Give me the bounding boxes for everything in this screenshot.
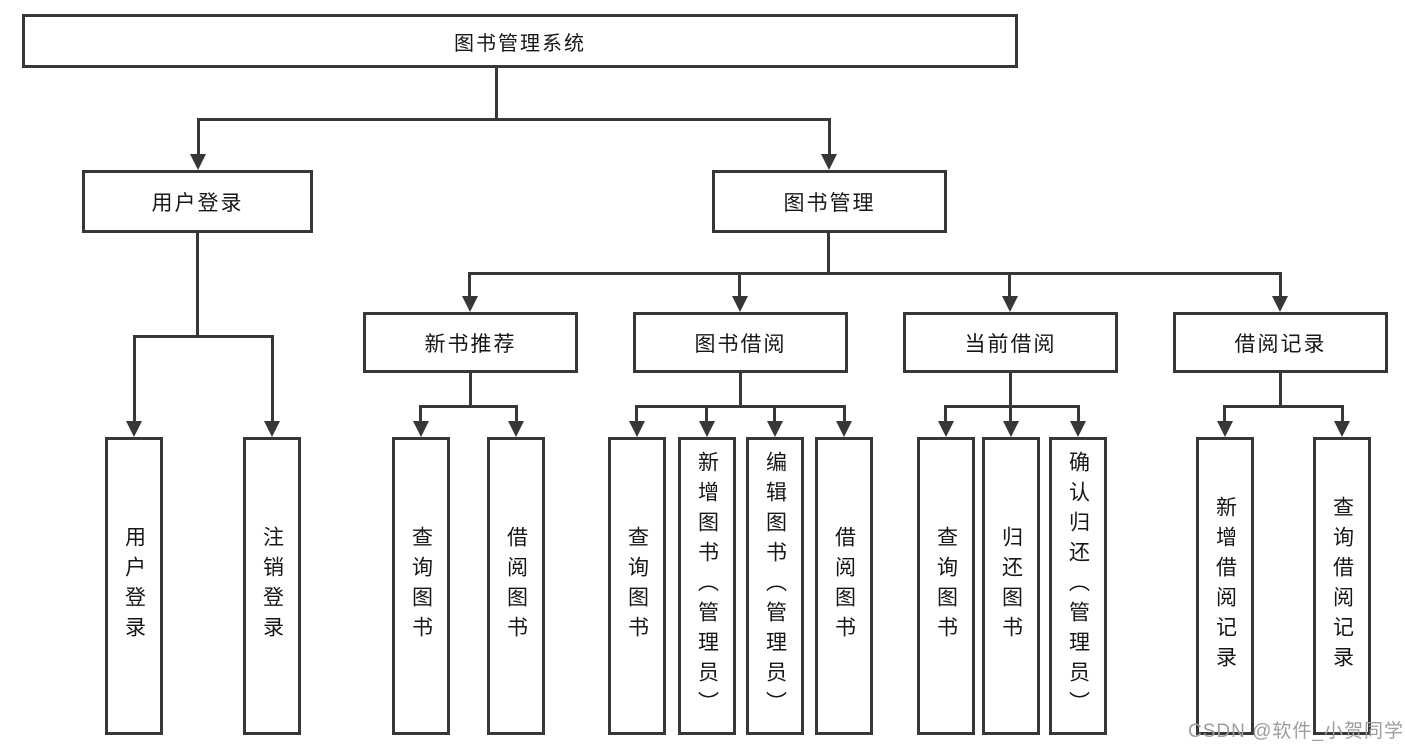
leaf-query-books-borrow: 查询图书 [608,437,666,735]
connector-line [1077,405,1080,423]
node-current-borrow: 当前借阅 [903,312,1118,373]
connector-line [1279,373,1282,405]
arrow-down-icon [938,421,954,437]
leaf-query-borrow-record: 查询借阅记录 [1313,437,1371,735]
leaf-label: 归还图书 [999,526,1023,646]
node-label: 借阅记录 [1234,332,1327,356]
leaf-logout: 注销登录 [243,437,301,735]
node-new-book-recommend: 新书推荐 [363,312,578,373]
arrow-down-icon [836,421,852,437]
connector-line [196,233,199,335]
node-label: 新书推荐 [424,332,517,356]
connector-line [635,405,638,423]
connector-line [635,405,846,408]
connector-line [1223,405,1344,408]
leaf-label: 新增图书（管理员） [695,451,719,721]
leaf-user-login: 用户登录 [105,437,163,735]
arrow-down-icon [1217,421,1233,437]
connector-line [828,118,831,158]
leaf-label: 确认归还（管理员） [1066,451,1090,721]
connector-line [419,405,422,423]
leaf-label: 借阅图书 [504,526,528,646]
leaf-label: 编辑图书（管理员） [763,451,787,721]
arrow-down-icon [508,421,524,437]
leaf-label: 用户登录 [122,526,146,646]
node-label: 用户登录 [151,191,244,215]
csdn-watermark: CSDN @软件_小贺同学 [1188,721,1404,742]
connector-line [944,405,1080,408]
connector-line [197,118,200,158]
connector-line [827,233,830,272]
node-book-borrow: 图书借阅 [633,312,848,373]
node-label: 图书管理系统 [454,32,586,55]
node-library-management-system: 图书管理系统 [22,14,1018,68]
connector-line [515,405,518,423]
leaf-query-books-recommend: 查询图书 [392,437,450,735]
arrow-down-icon [1272,296,1288,312]
leaf-borrow-books: 借阅图书 [815,437,873,735]
arrow-down-icon [1002,296,1018,312]
arrow-down-icon [732,296,748,312]
connector-line [1008,272,1011,298]
arrow-down-icon [462,296,478,312]
connector-line [495,68,498,118]
arrow-down-icon [699,421,715,437]
arrow-down-icon [821,154,837,170]
arrow-down-icon [126,421,142,437]
arrow-down-icon [190,154,206,170]
arrow-down-icon [767,421,783,437]
leaf-label: 查询图书 [409,526,433,646]
connector-line [1223,405,1226,423]
connector-line [1009,405,1012,423]
leaf-confirm-return-admin: 确认归还（管理员） [1049,437,1107,735]
node-user-login: 用户登录 [82,170,313,233]
connector-line [738,272,741,298]
connector-line [468,272,471,298]
leaf-return-books: 归还图书 [982,437,1040,735]
node-borrow-records: 借阅记录 [1173,312,1388,373]
leaf-label: 注销登录 [260,526,284,646]
arrow-down-icon [1334,421,1350,437]
arrow-down-icon [1070,421,1086,437]
connector-line [133,335,274,338]
connector-line [843,405,846,423]
leaf-label: 查询借阅记录 [1330,496,1354,676]
connector-line [739,373,742,405]
node-book-management: 图书管理 [712,170,947,233]
connector-line [468,272,1282,275]
leaf-borrow-books-recommend: 借阅图书 [487,437,545,735]
connector-line [944,405,947,423]
leaf-add-borrow-record: 新增借阅记录 [1196,437,1254,735]
leaf-add-books-admin: 新增图书（管理员） [678,437,736,735]
connector-line [1009,373,1012,405]
node-label: 图书管理 [783,191,876,215]
leaf-edit-books-admin: 编辑图书（管理员） [746,437,804,735]
arrow-down-icon [413,421,429,437]
connector-line [1279,272,1282,298]
node-label: 当前借阅 [964,332,1057,356]
leaf-label: 查询图书 [625,526,649,646]
connector-line [1341,405,1344,423]
leaf-query-books-current: 查询图书 [917,437,975,735]
connector-line [133,335,136,423]
leaf-label: 借阅图书 [832,526,856,646]
leaf-label: 查询图书 [934,526,958,646]
arrow-down-icon [1003,421,1019,437]
leaf-label: 新增借阅记录 [1213,496,1237,676]
arrow-down-icon [629,421,645,437]
node-label: 图书借阅 [694,332,787,356]
connector-line [705,405,708,423]
connector-line [271,335,274,423]
connector-line [197,118,831,121]
connector-line [469,373,472,405]
arrow-down-icon [264,421,280,437]
connector-line [773,405,776,423]
connector-line [419,405,518,408]
